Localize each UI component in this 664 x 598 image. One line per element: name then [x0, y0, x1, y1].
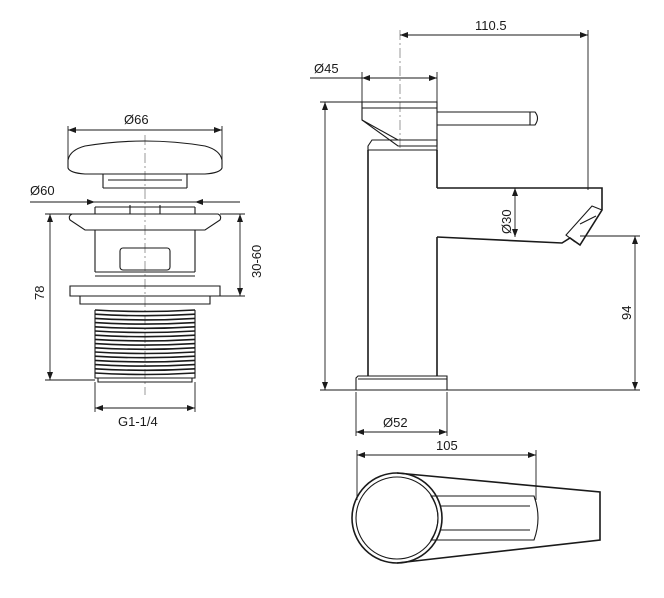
thread-line — [94, 313, 196, 317]
waste-cap — [67, 140, 223, 175]
dim-cap-diameter: Ø66 — [124, 112, 149, 127]
waste-flange — [68, 213, 222, 231]
thread-line — [94, 317, 196, 321]
tap-top-view: 105 — [351, 438, 601, 564]
thread-line — [94, 355, 196, 359]
dim-spout-height: 94 — [619, 306, 634, 320]
thread-line — [94, 368, 196, 372]
dim-base-diameter: Ø52 — [383, 415, 408, 430]
dim-spout-diameter: Ø30 — [499, 209, 514, 234]
thread-line — [94, 359, 196, 363]
tap-spout — [436, 187, 603, 247]
dim-flange-diameter: Ø60 — [30, 183, 55, 198]
thread-line — [94, 342, 196, 346]
dim-thread: G1-1/4 — [118, 414, 158, 429]
thread-line — [94, 347, 196, 351]
thread-line — [94, 330, 196, 334]
tap-base — [355, 375, 448, 391]
thread-line — [94, 372, 196, 376]
thread-line — [94, 334, 196, 338]
dim-tap-width: 110.5 — [475, 18, 507, 33]
thread-line — [94, 326, 196, 330]
thread-line — [94, 351, 196, 355]
dim-top-view-length: 105 — [436, 438, 458, 453]
thread-line — [94, 363, 196, 367]
thread-line — [94, 309, 196, 313]
thread-line — [94, 338, 196, 342]
dim-adjust-range: 30-60 — [249, 245, 264, 278]
dim-waste-height: 78 — [32, 286, 47, 300]
tap-handle — [361, 101, 438, 147]
waste-thread — [94, 309, 196, 376]
dim-handle-diameter: Ø45 — [314, 61, 339, 76]
tap-side-view: 110.5 Ø45 Ø30 94 Ø52 — [310, 18, 640, 436]
thread-line — [94, 321, 196, 325]
tap-top-circle — [351, 472, 443, 564]
tap-top-lever — [429, 495, 539, 541]
waste-drawing: Ø66 Ø60 78 30-60 G1-1/4 — [30, 112, 264, 429]
